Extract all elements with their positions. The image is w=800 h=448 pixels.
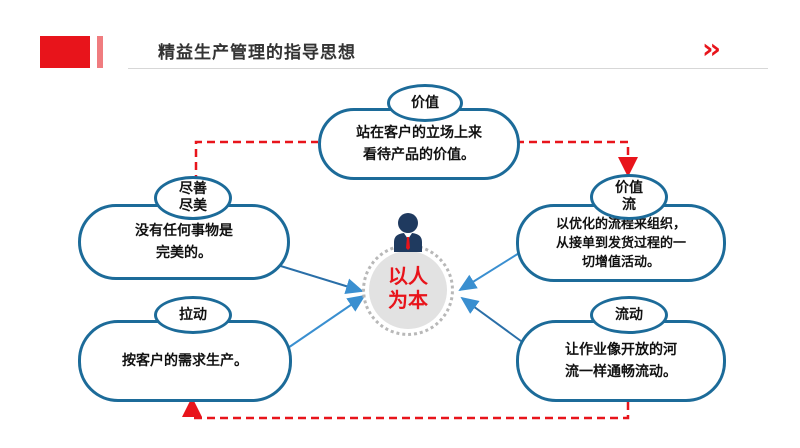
value-stream-tag-line2: 流	[622, 197, 636, 213]
flow-text-line2: 流一样通畅流动。	[565, 364, 677, 380]
header-red-block	[40, 36, 90, 68]
perfect-text-line1: 没有任何事物是	[135, 223, 233, 239]
value-stream-tag: 价值 流	[590, 174, 668, 220]
center-label-line1: 以人	[388, 264, 428, 288]
value-text-line2: 看待产品的价值。	[363, 147, 475, 163]
pull-tag: 拉动	[154, 296, 232, 334]
flow-tag-label: 流动	[615, 306, 643, 323]
value-stream-text-line1: 以优化的流程来组织，	[555, 216, 686, 232]
arrow-from-pull	[281, 294, 366, 353]
value-stream-text-line2: 从接单到发货过程的一	[555, 235, 686, 251]
perfect-tag-line1: 尽善	[179, 181, 207, 197]
dashed-flow-bottom	[182, 397, 630, 420]
perfect-tag: 尽善 尽美	[154, 176, 232, 220]
value-text-line1: 站在客户的立场上来	[356, 125, 482, 141]
page-title: 精益生产管理的指导思想	[158, 43, 356, 63]
perfect-text-line2: 完美的。	[156, 245, 212, 261]
pull-tag-label: 拉动	[179, 306, 207, 323]
value-tag: 价值	[387, 84, 463, 122]
double-chevron-icon: ››	[702, 32, 721, 65]
value-stream-tag-line1: 价值	[615, 180, 643, 196]
flow-tag: 流动	[590, 296, 668, 334]
value-tag-label: 价值	[411, 94, 439, 111]
header-divider	[128, 68, 768, 69]
dashed-flow-top-right	[516, 140, 638, 177]
perfect-tag-line2: 尽美	[179, 198, 207, 214]
pull-text-line1: 按客户的需求生产。	[122, 353, 248, 369]
center-label-line2: 为本	[388, 288, 428, 312]
value-stream-text-line3: 切增值活动。	[581, 254, 660, 270]
header-pink-bar	[97, 36, 103, 68]
person-icon	[394, 213, 422, 252]
center-label: 以人 为本	[369, 264, 447, 312]
arrow-from-value-stream	[458, 249, 525, 292]
center-disc	[369, 251, 447, 329]
flow-text-line1: 让作业像开放的河	[565, 342, 677, 358]
dashed-flow-top-left	[194, 140, 318, 183]
